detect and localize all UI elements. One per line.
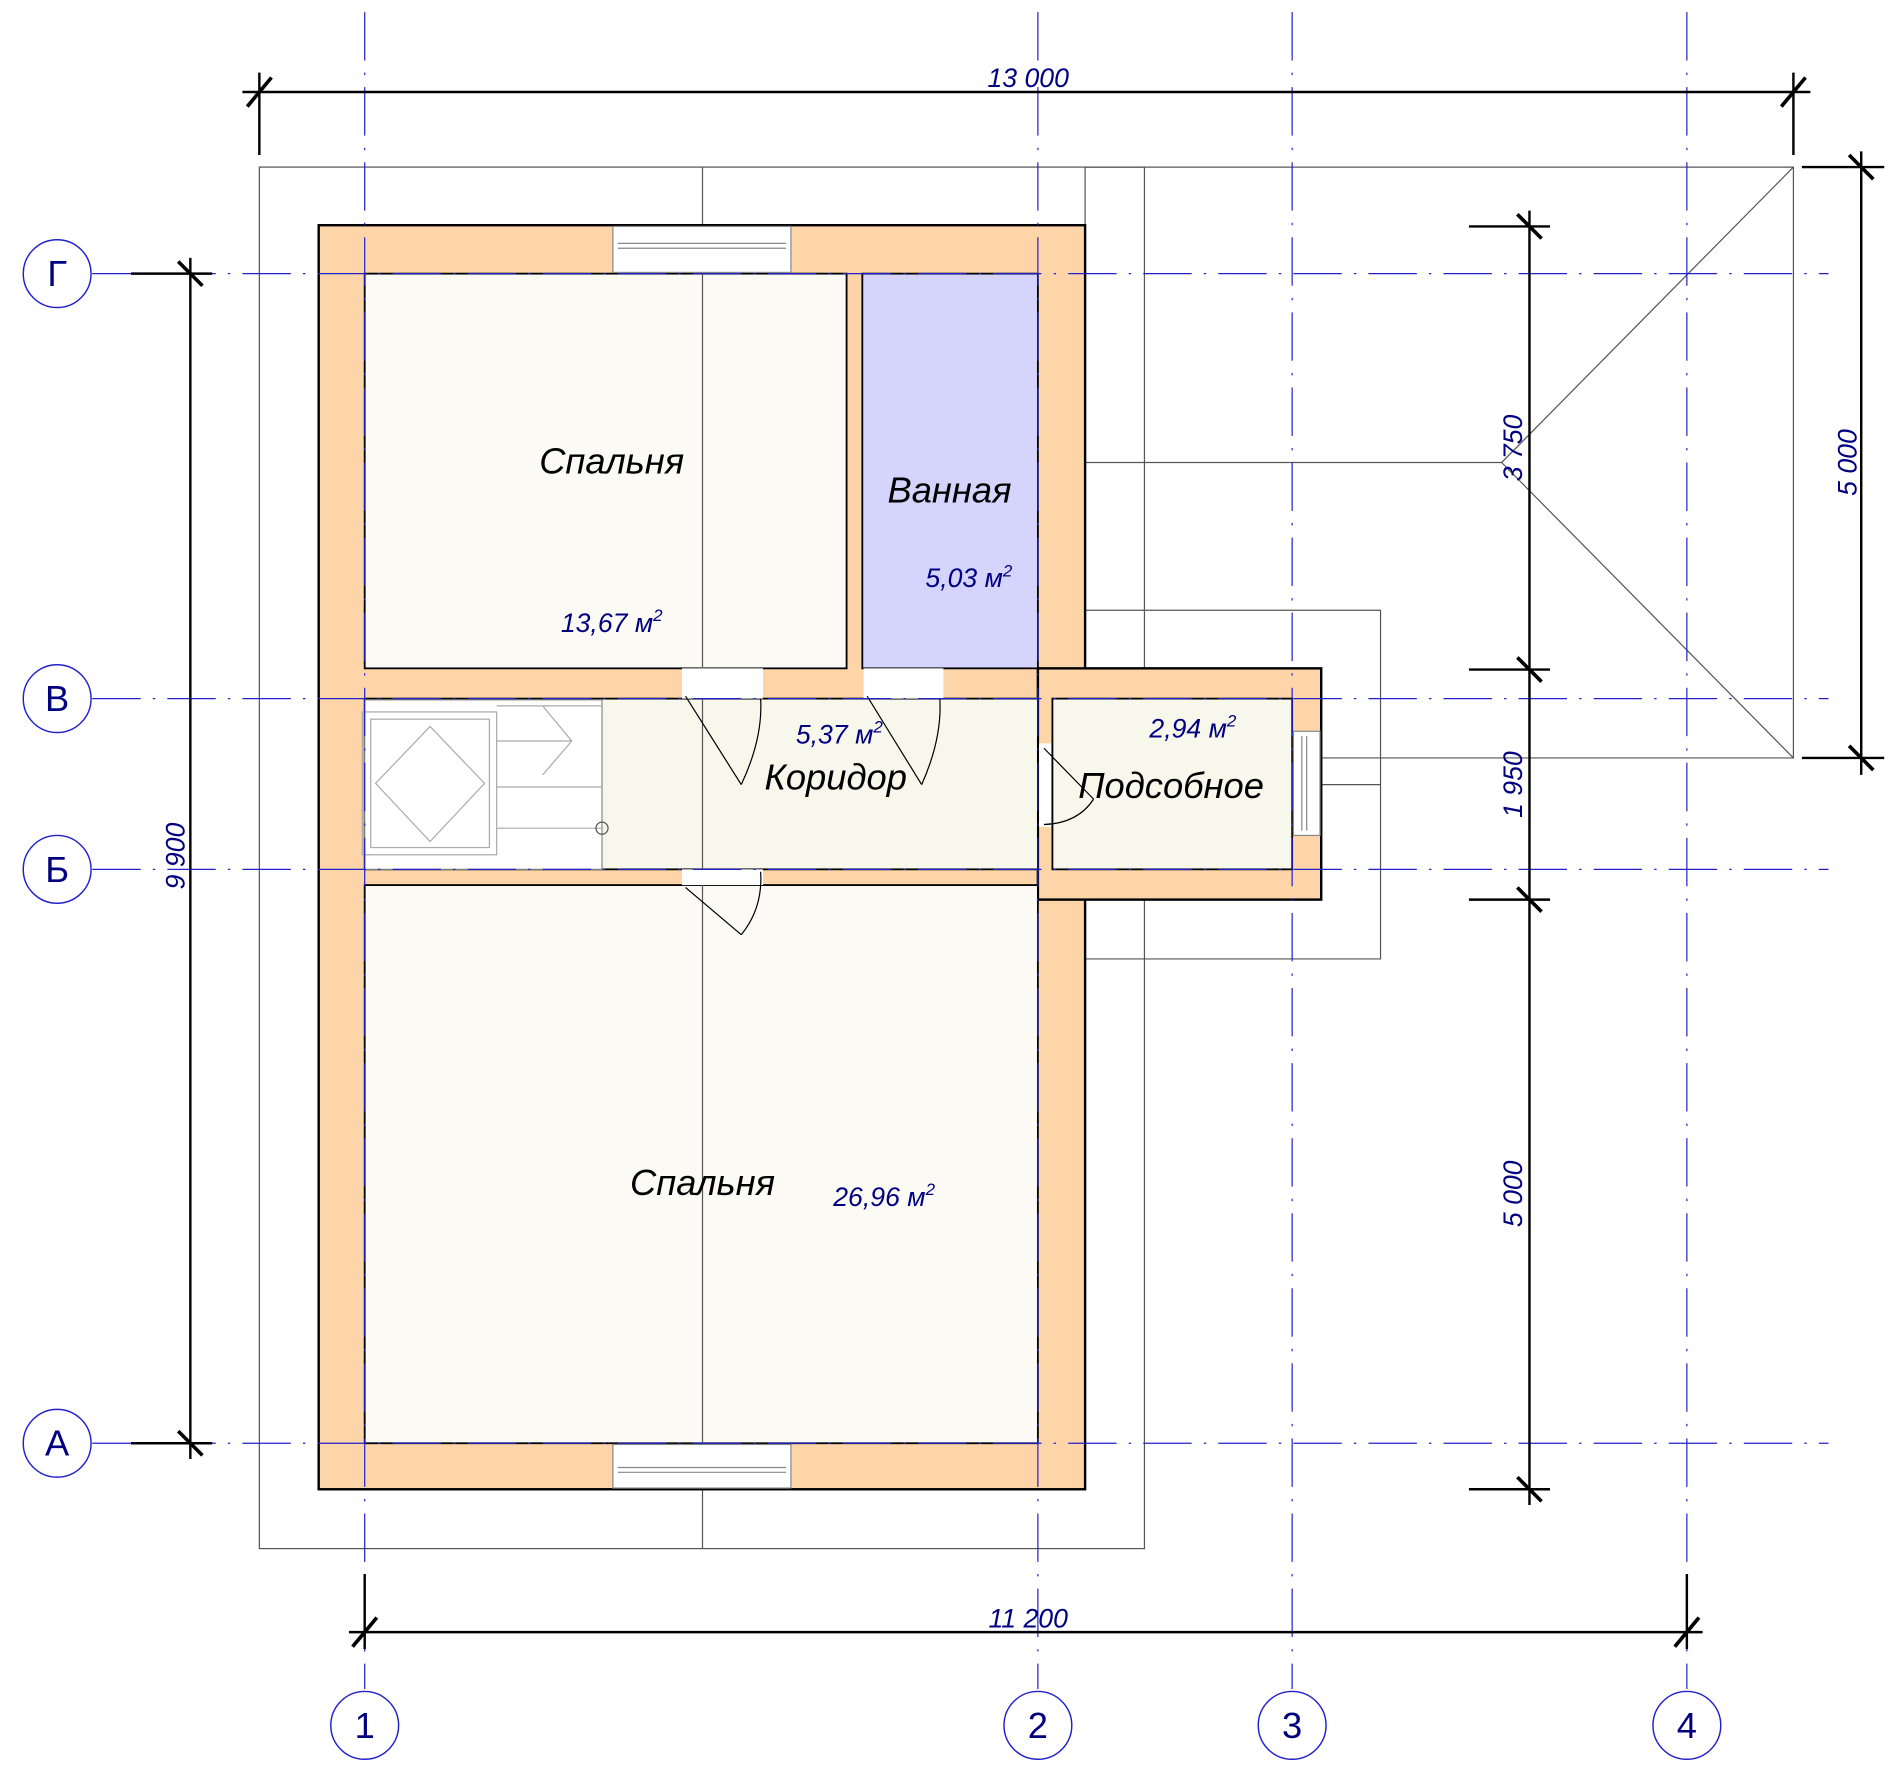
dimension-left: 9 900 <box>131 257 213 1459</box>
axis-bubble-B: Б <box>22 834 92 904</box>
door-utility[interactable] <box>1043 747 1095 826</box>
room-bedroom-2 <box>363 884 1039 1445</box>
svg-text:4: 4 <box>1677 1705 1697 1746</box>
axis-bubble-4: 4 <box>1652 1690 1722 1760</box>
axis-bubble-G: Г <box>22 239 92 309</box>
door-bedroom-1[interactable] <box>685 695 762 785</box>
room-area-bathroom: 5,03 м2 <box>925 561 1012 593</box>
svg-text:3: 3 <box>1282 1705 1302 1746</box>
svg-text:А: А <box>45 1423 70 1464</box>
axis-bubble-1: 1 <box>330 1690 400 1760</box>
room-area-corridor: 5,37 м2 <box>796 718 884 750</box>
dimension-roof: 5 000 <box>1801 151 1885 775</box>
room-bathroom <box>861 272 1039 670</box>
windows <box>612 225 1321 1489</box>
svg-text:5 000: 5 000 <box>1832 429 1862 496</box>
room-name-corridor: Коридор <box>764 756 906 797</box>
svg-text:5 000: 5 000 <box>1498 1160 1528 1227</box>
room-name-bedroom-1: Спальня <box>539 440 684 481</box>
room-name-utility: Подсобное <box>1078 765 1264 806</box>
svg-text:3 750: 3 750 <box>1498 414 1528 481</box>
door-bedroom-2[interactable] <box>685 871 762 936</box>
dimension-right: 3 750 1 950 5 000 <box>1468 210 1551 1505</box>
svg-text:1 950: 1 950 <box>1498 751 1528 818</box>
room-utility <box>1051 697 1294 871</box>
door-bathroom[interactable] <box>866 695 941 785</box>
axis-bubble-3: 3 <box>1257 1690 1327 1760</box>
axis-bubble-V: В <box>22 663 92 734</box>
room-area-bedroom-1: 13,67 м2 <box>561 606 663 638</box>
svg-text:2: 2 <box>1028 1705 1048 1746</box>
staircase <box>361 699 609 870</box>
room-name-bathroom: Ванная <box>888 469 1012 510</box>
dimension-bottom: 11 200 <box>348 1574 1703 1650</box>
svg-text:Г: Г <box>47 253 67 294</box>
svg-text:1: 1 <box>355 1705 375 1746</box>
room-area-utility: 2,94 м2 <box>1148 711 1237 743</box>
doors <box>681 668 1095 936</box>
svg-text:Б: Б <box>45 849 69 890</box>
grid-axes <box>92 12 1829 1690</box>
svg-text:9 900: 9 900 <box>160 823 190 890</box>
svg-text:11 200: 11 200 <box>988 1603 1068 1633</box>
room-area-bedroom-2: 26,96 м2 <box>832 1180 935 1212</box>
axis-bubble-A: А <box>22 1408 92 1478</box>
svg-text:13 000: 13 000 <box>987 63 1069 93</box>
svg-text:В: В <box>45 678 69 719</box>
dimension-top: 13 000 <box>242 63 1811 155</box>
room-name-bedroom-2: Спальня <box>630 1162 775 1203</box>
axis-bubble-2: 2 <box>1003 1690 1073 1760</box>
